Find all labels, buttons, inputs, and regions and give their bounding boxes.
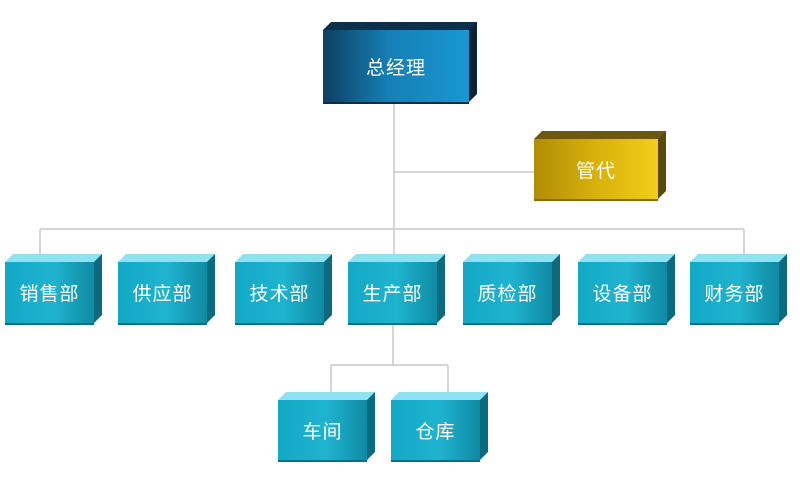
unit-workshop: 车间 [278, 400, 367, 462]
dept-label: 财务部 [704, 283, 765, 305]
dept-finance: 财务部 [690, 262, 779, 325]
dept-label: 设备部 [592, 283, 653, 305]
dept-production: 生产部 [348, 262, 437, 325]
ceo-box: 总经理 [323, 30, 469, 104]
dept-label: 质检部 [477, 283, 538, 305]
dept-sales: 销售部 [5, 262, 94, 325]
agent-box: 管代 [534, 139, 658, 201]
unit-label: 车间 [302, 420, 343, 443]
dept-label: 技术部 [249, 283, 310, 305]
dept-label: 销售部 [19, 283, 80, 305]
dept-quality: 质检部 [463, 262, 552, 325]
agent-label: 管代 [575, 159, 616, 182]
dept-tech: 技术部 [235, 262, 324, 325]
unit-warehouse: 仓库 [391, 400, 480, 462]
dept-label: 生产部 [362, 283, 423, 305]
ceo-label: 总经理 [365, 56, 426, 79]
dept-supply: 供应部 [118, 262, 207, 325]
dept-label: 供应部 [132, 283, 193, 305]
dept-equipment: 设备部 [578, 262, 667, 325]
unit-label: 仓库 [415, 420, 456, 443]
